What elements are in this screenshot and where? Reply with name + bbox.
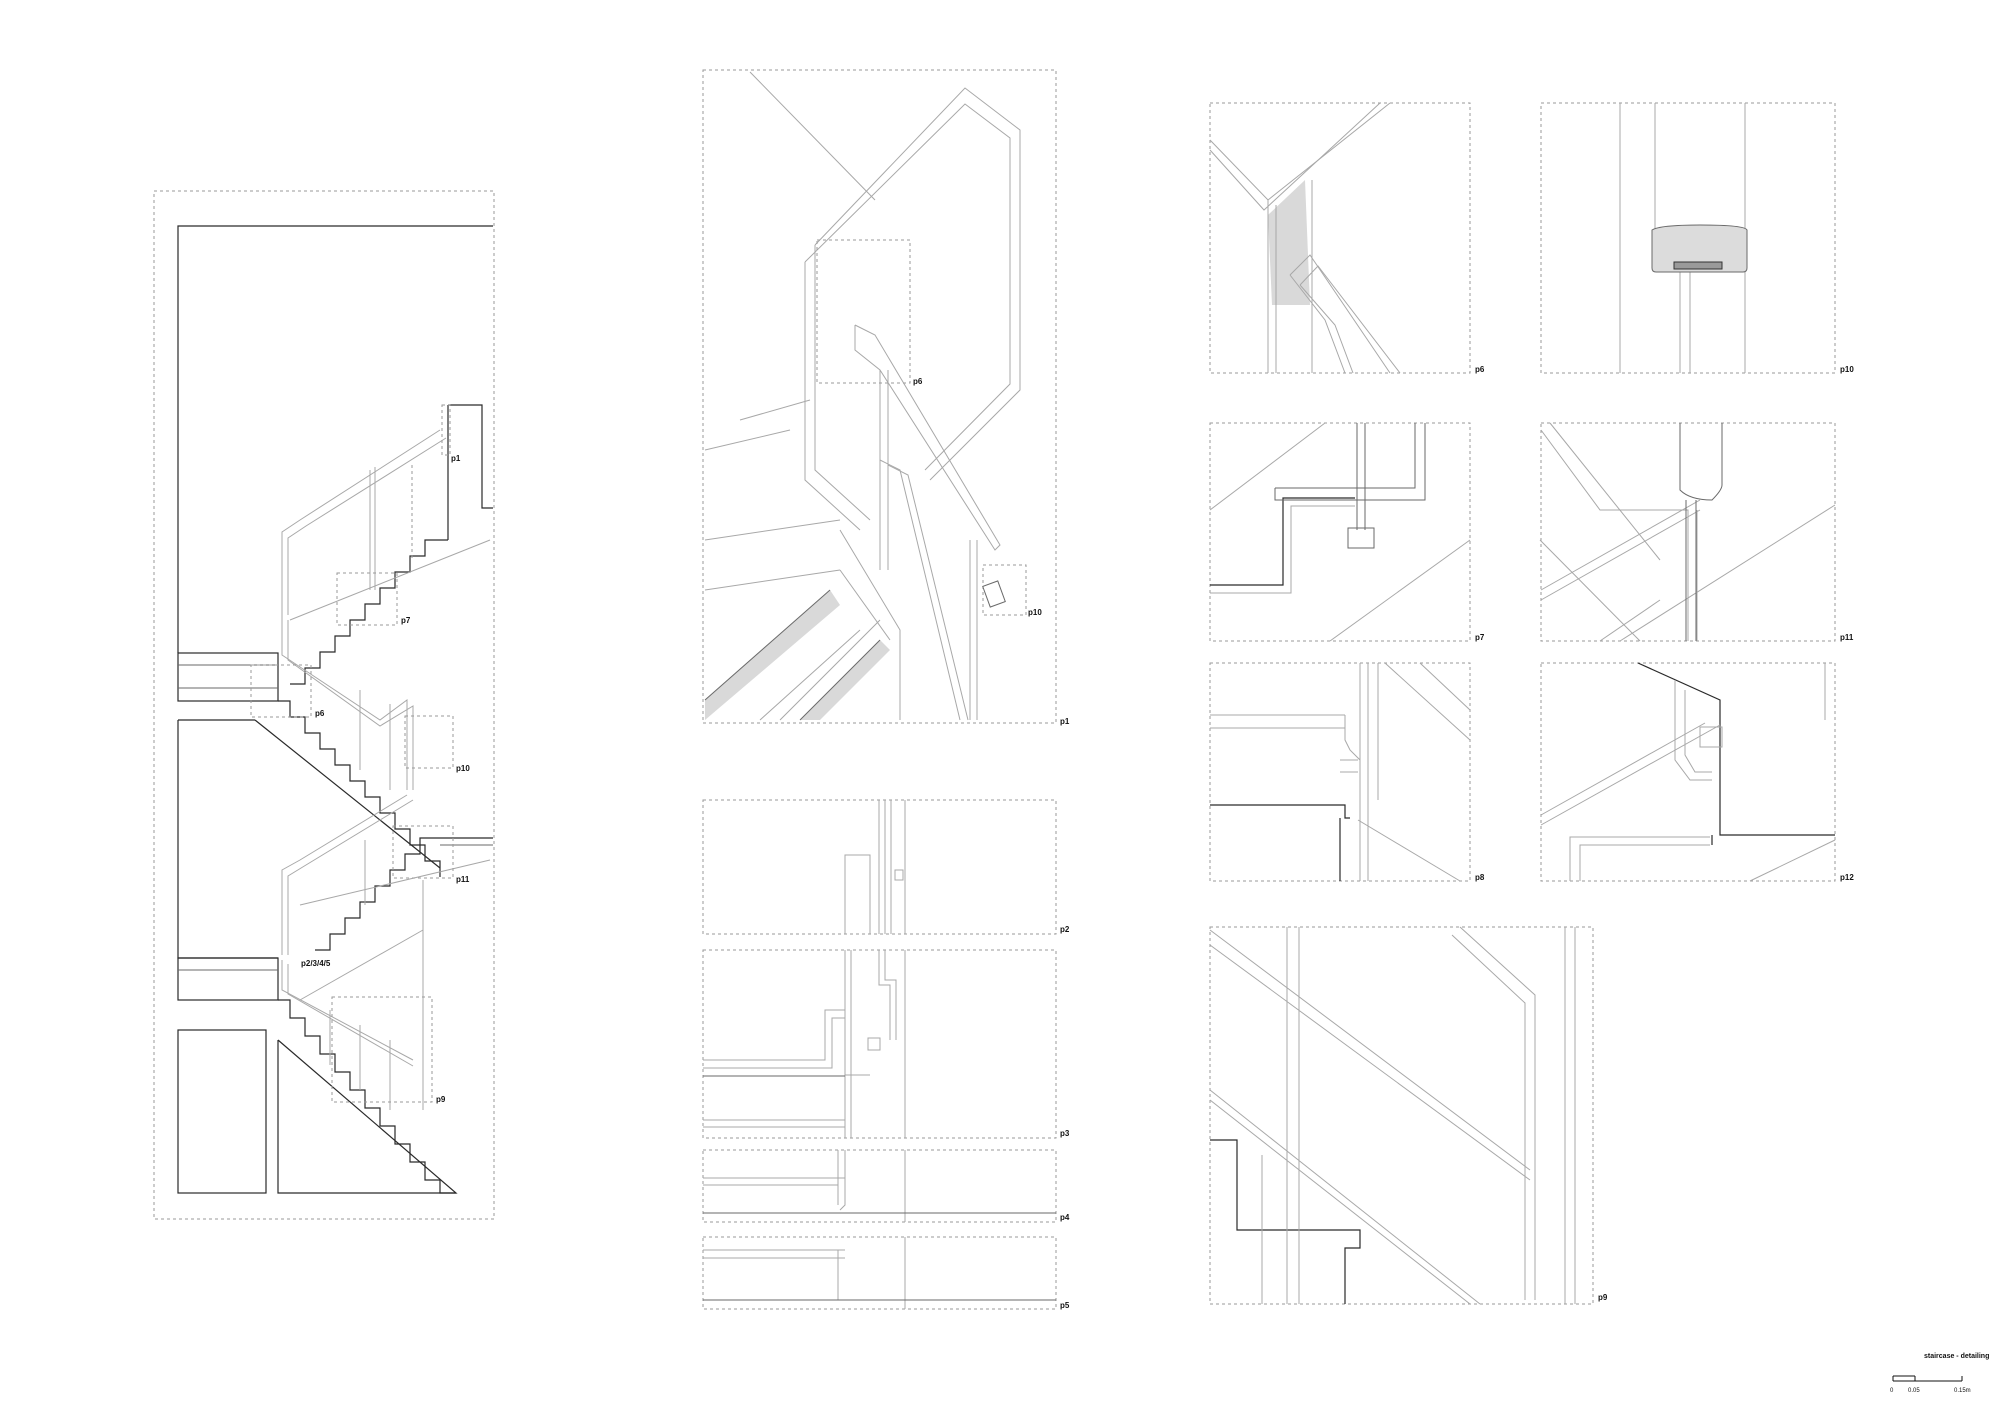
scale-tick-0: 0	[1890, 1388, 1894, 1394]
panel-label-p3: p3	[1060, 1129, 1070, 1138]
panel-p10-detail: p10	[1540, 102, 1854, 374]
panel-p5: p5	[702, 1236, 1070, 1310]
callout-label-p9: p9	[436, 1095, 446, 1104]
scale-tick-1: 0.05	[1908, 1388, 1920, 1394]
panel-label-p1: p1	[1060, 717, 1070, 726]
panel-p1: p6 p10 p1	[702, 69, 1070, 726]
callout-label-p7: p7	[401, 616, 411, 625]
staircase-elevation: p1 p7 p6 p10 p11 p2/3/4/5 p9	[153, 190, 495, 1220]
panel-label-p4: p4	[1060, 1213, 1070, 1222]
callout-label-p11: p11	[456, 875, 470, 884]
panel-p12-detail: p12	[1540, 662, 1854, 882]
title-block: staircase - detailing 0 0.05 0.15m	[1890, 1353, 1989, 1394]
callout-label-p2345: p2/3/4/5	[301, 959, 331, 968]
panel-label-p2: p2	[1060, 925, 1070, 934]
scale-bar: 0 0.05 0.15m	[1890, 1375, 1971, 1394]
panel-p2: p2	[702, 799, 1070, 935]
panel-label-p7: p7	[1475, 633, 1485, 642]
sheet-title: staircase - detailing	[1924, 1353, 1989, 1360]
panel-p7-detail: p7	[1209, 422, 1485, 642]
callout-label-p10: p10	[1028, 608, 1042, 617]
panel-label-p10: p10	[1840, 365, 1854, 374]
callout-label-p6: p6	[913, 377, 923, 386]
panel-p11-detail: p11	[1539, 422, 1854, 642]
callout-label-p10: p10	[456, 764, 470, 773]
panel-label-p8: p8	[1475, 873, 1485, 882]
panel-label-p11: p11	[1840, 633, 1854, 642]
panel-p9-detail: p9	[1209, 926, 1608, 1305]
panel-p3: p3	[702, 949, 1070, 1139]
scale-tick-2: 0.15m	[1954, 1388, 1971, 1394]
panel-p6-detail: p6	[1209, 102, 1485, 374]
panel-label-p9: p9	[1598, 1293, 1608, 1302]
panel-label-p12: p12	[1840, 873, 1854, 882]
panel-label-p5: p5	[1060, 1301, 1070, 1310]
panel-p8-detail: p8	[1209, 662, 1485, 882]
callout-label-p1: p1	[451, 454, 461, 463]
panel-p4: p4	[702, 1149, 1070, 1223]
callout-label-p6: p6	[315, 709, 325, 718]
panel-label-p6: p6	[1475, 365, 1485, 374]
